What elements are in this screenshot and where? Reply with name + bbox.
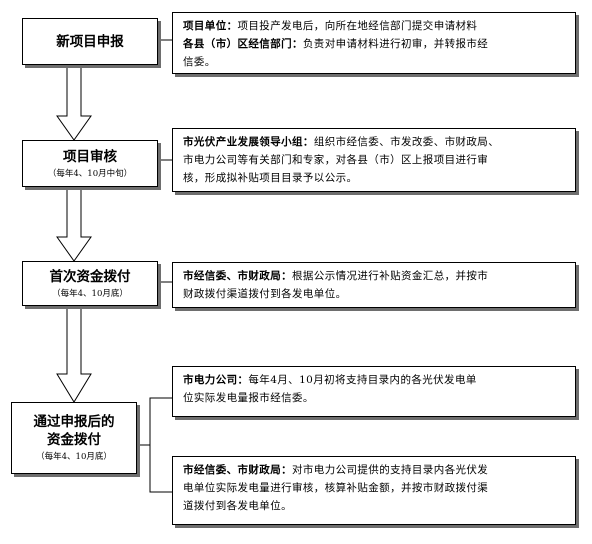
description-text: 根据公示情况进行补贴资金汇总，并按市 [292,270,489,282]
description-line: 财政拨付渠道拨付到各发电单位。 [183,285,567,303]
description-box-4: 市电力公司：每年4月、10月初将支持目录内的各光伏发电单 位实际发电量报市经信委… [172,366,576,417]
description-line: 市电力公司：每年4月、10月初将支持目录内的各光伏发电单 [183,371,567,389]
description-text: 电单位实际发电量进行审核，核算补贴金额，并按市财政拨付渠 [183,482,489,494]
description-text: 市电力公司等有关部门和专家，对各县（市）区上报项目进行审 [183,154,489,166]
step-title-line-2: 资金拨付 [47,432,101,448]
step-schedule: （每年4、10月中旬） [47,168,133,179]
description-text: 负责对申请材料进行初审，并转报市经 [302,38,489,50]
description-text: 财政拨付渠道拨付到各发电单位。 [183,288,347,300]
step-title: 新项目申报 [56,33,124,50]
step-title-line-1: 通过申报后的 [33,414,115,430]
description-text: 组织市经信委、市发改委、市财政局、 [313,136,500,148]
description-line: 市经信委、市财政局：对市电力公司提供的支持目录内各光伏发 [183,461,567,479]
step-title: 首次资金拨付 [49,268,131,285]
arrow-down-2 [56,186,92,262]
description-text: 信委。 [183,56,216,68]
description-line: 市电力公司等有关部门和专家，对各县（市）区上报项目进行审 [183,151,567,169]
step-schedule: （每年4、10月底） [52,288,128,299]
step-box-post-approval-fund-disbursement: 通过申报后的 资金拨付 （每年4、10月底） [11,402,137,474]
description-text: 位实际发电量报市经信委。 [183,392,314,404]
description-text: 对市电力公司提供的支持目录内各光伏发 [292,464,489,476]
responsible-party-label: 市经信委、市财政局： [183,270,292,282]
responsible-party-label: 市经信委、市财政局： [183,464,292,476]
description-line: 信委。 [183,53,567,71]
step-box-new-project-application: 新项目申报 [22,18,158,65]
description-line: 电单位实际发电量进行审核，核算补贴金额，并按市财政拨付渠 [183,479,567,497]
responsible-party-label: 各县（市）区经信部门： [183,38,303,50]
responsible-party-label: 项目单位： [183,20,238,32]
description-text: 核，形成拟补贴项目目录予以公示。 [183,172,358,184]
arrow-down-3 [56,305,92,403]
description-line: 市经信委、市财政局：根据公示情况进行补贴资金汇总，并按市 [183,267,567,285]
description-line: 位实际发电量报市经信委。 [183,389,567,407]
description-text: 道拨付到各发电单位。 [183,500,292,512]
description-box-2: 市光伏产业发展领导小组：组织市经信委、市发改委、市财政局、 市电力公司等有关部门… [172,128,576,192]
arrow-down-1 [56,64,92,141]
step-title: 项目审核 [63,148,117,165]
description-text: 项目投产发电后，向所在地经信部门提交申请材料 [237,20,478,32]
description-box-5: 市经信委、市财政局：对市电力公司提供的支持目录内各光伏发 电单位实际发电量进行审… [172,456,576,525]
step-schedule: （每年4、10月底） [36,452,112,462]
responsible-party-label: 市光伏产业发展领导小组： [183,136,314,148]
responsible-party-label: 市电力公司： [183,374,249,386]
step-box-first-fund-disbursement: 首次资金拨付 （每年4、10月底） [22,261,158,306]
connector-bracket-4 [149,397,172,493]
description-line: 项目单位：项目投产发电后，向所在地经信部门提交申请材料 [183,17,567,35]
step-box-project-review: 项目审核 （每年4、10月中旬） [22,140,158,187]
description-line: 核，形成拟补贴项目目录予以公示。 [183,169,567,187]
description-box-1: 项目单位：项目投产发电后，向所在地经信部门提交申请材料 各县（市）区经信部门：负… [172,12,576,74]
description-box-3: 市经信委、市财政局：根据公示情况进行补贴资金汇总，并按市 财政拨付渠道拨付到各发… [172,262,576,308]
description-line: 市光伏产业发展领导小组：组织市经信委、市发改委、市财政局、 [183,133,567,151]
description-line: 各县（市）区经信部门：负责对申请材料进行初审，并转报市经 [183,35,567,53]
description-text: 每年4月、10月初将支持目录内的各光伏发电单 [248,374,477,386]
description-line: 道拨付到各发电单位。 [183,497,567,515]
